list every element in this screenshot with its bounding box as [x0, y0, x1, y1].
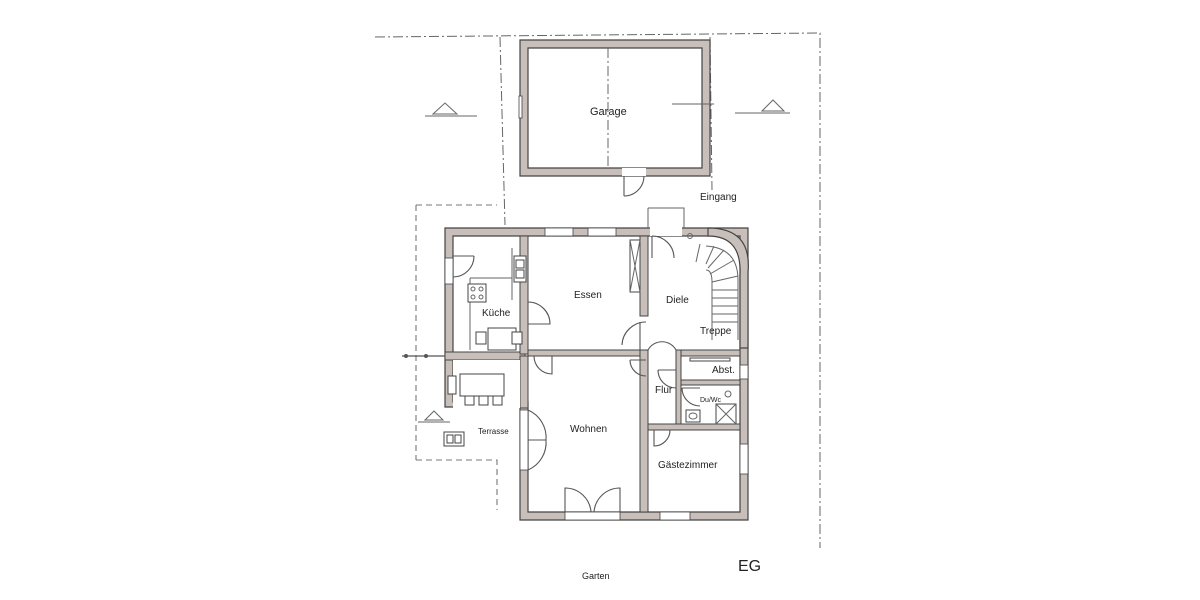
- dining-cabinet: [527, 239, 647, 350]
- label-garten: Garten: [582, 571, 610, 581]
- house-walls: [444, 226, 749, 521]
- room-label-wohnen: Wohnen: [570, 424, 607, 435]
- kitchen-furniture: [452, 248, 527, 351]
- entrance-canopy: [647, 207, 685, 259]
- bathroom-fixtures: [685, 390, 737, 425]
- level-marker-terrace: [418, 410, 450, 423]
- living-doors: [527, 355, 621, 513]
- room-label-abst: Abst.: [712, 365, 735, 376]
- garage: [518, 39, 714, 197]
- level-marker-right: [735, 99, 790, 114]
- terrace-furniture: [402, 354, 505, 447]
- room-label-garage: Garage: [590, 106, 627, 118]
- hall-doors: [629, 341, 731, 447]
- room-label-treppe: Treppe: [700, 326, 732, 337]
- room-label-gaestezimmer: Gästezimmer: [658, 460, 718, 471]
- room-label-essen: Essen: [574, 290, 602, 301]
- room-label-eingang: Eingang: [700, 192, 737, 203]
- room-label-kueche: Küche: [482, 308, 511, 319]
- room-label-flur: Flur: [655, 385, 673, 396]
- property-boundary: [374, 32, 821, 548]
- floor-label: EG: [738, 558, 761, 575]
- staircase: [687, 227, 749, 349]
- room-label-diele: Diele: [666, 295, 689, 306]
- room-label-terrasse: Terrasse: [478, 427, 509, 436]
- room-label-duwc: Du/Wc: [700, 397, 722, 404]
- level-marker-left: [425, 102, 477, 117]
